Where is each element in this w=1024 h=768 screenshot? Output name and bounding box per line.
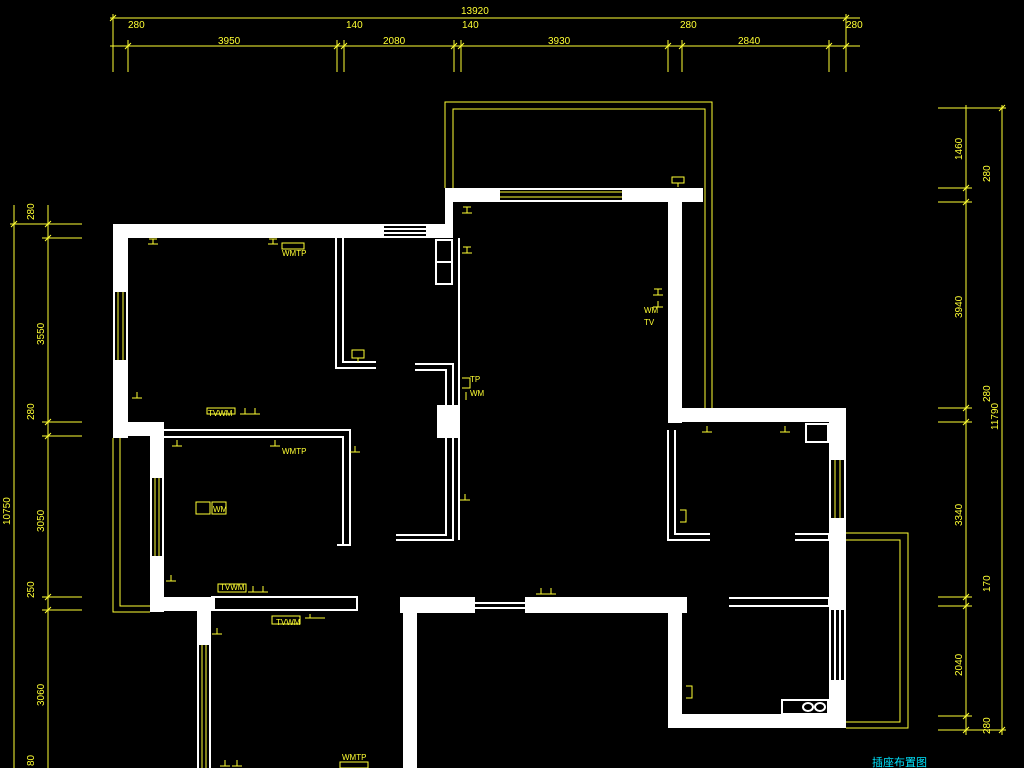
dim-right-seg-3: 3940 <box>954 295 965 318</box>
label-wm-3: WM <box>644 306 659 315</box>
dim-right-seg-2: 280 <box>982 165 993 182</box>
label-tvwm-3: TVWM <box>276 618 301 627</box>
dim-top-seg-5: 140 <box>462 20 479 31</box>
balcony-outlines <box>112 101 909 729</box>
drawing-title: 插座布置图 <box>872 755 927 768</box>
dim-top-seg-2: 3950 <box>218 36 241 47</box>
dim-right-seg-4: 280 <box>982 385 993 402</box>
label-wm-1: WM <box>213 505 228 514</box>
dim-top-seg-6: 3930 <box>548 36 571 47</box>
top-dimension-chain: 13920 280 3950 140 2080 140 3930 280 284… <box>109 6 863 72</box>
dim-left-seg-3: 280 <box>26 403 37 420</box>
socket-symbols <box>132 176 790 768</box>
dim-left-seg-1: 280 <box>26 203 37 220</box>
dim-left-seg-7: 80 <box>26 754 37 766</box>
dim-left-seg-4: 3050 <box>36 509 47 532</box>
label-tv-1: TV <box>644 318 655 327</box>
dim-right-seg-6: 170 <box>982 575 993 592</box>
dim-right-overall: 11790 <box>990 402 1001 430</box>
dim-left-seg-6: 3060 <box>36 683 47 706</box>
dim-right-seg-8: 280 <box>982 717 993 734</box>
dim-left-seg-2: 3550 <box>36 322 47 345</box>
left-dimension-chain: 10750 280 3550 280 3050 250 3060 80 <box>2 203 82 768</box>
label-wmtp-2: WMTP <box>282 447 306 456</box>
symbol-labels: WMTP TVWM WMTP WM TVWM TVWM TP WM WM TV … <box>208 249 659 762</box>
dim-top-overall: 13920 <box>461 6 489 17</box>
dim-right-seg-7: 2040 <box>954 653 965 676</box>
label-wm-2: WM <box>470 389 485 398</box>
dim-top-seg-9: 280 <box>846 20 863 31</box>
dim-left-overall: 10750 <box>2 497 13 525</box>
right-dimension-chain: 11790 1460 280 3940 280 3340 170 2040 28… <box>938 104 1006 735</box>
dim-top-seg-4: 2080 <box>383 36 406 47</box>
label-tp-1: TP <box>470 375 480 384</box>
dim-right-seg-1: 1460 <box>954 137 965 160</box>
label-tvwm-2: TVWM <box>220 583 245 592</box>
dim-top-seg-3: 140 <box>346 20 363 31</box>
label-wmtp-3: WMTP <box>342 753 366 762</box>
label-tvwm-1: TVWM <box>208 409 233 418</box>
dim-left-seg-5: 250 <box>26 581 37 598</box>
dim-top-seg-7: 280 <box>680 20 697 31</box>
dim-top-seg-1: 280 <box>128 20 145 31</box>
floor-plan-walls <box>113 188 846 768</box>
label-wmtp-1: WMTP <box>282 249 306 258</box>
dim-right-seg-5: 3340 <box>954 503 965 526</box>
dim-top-seg-8: 2840 <box>738 36 761 47</box>
